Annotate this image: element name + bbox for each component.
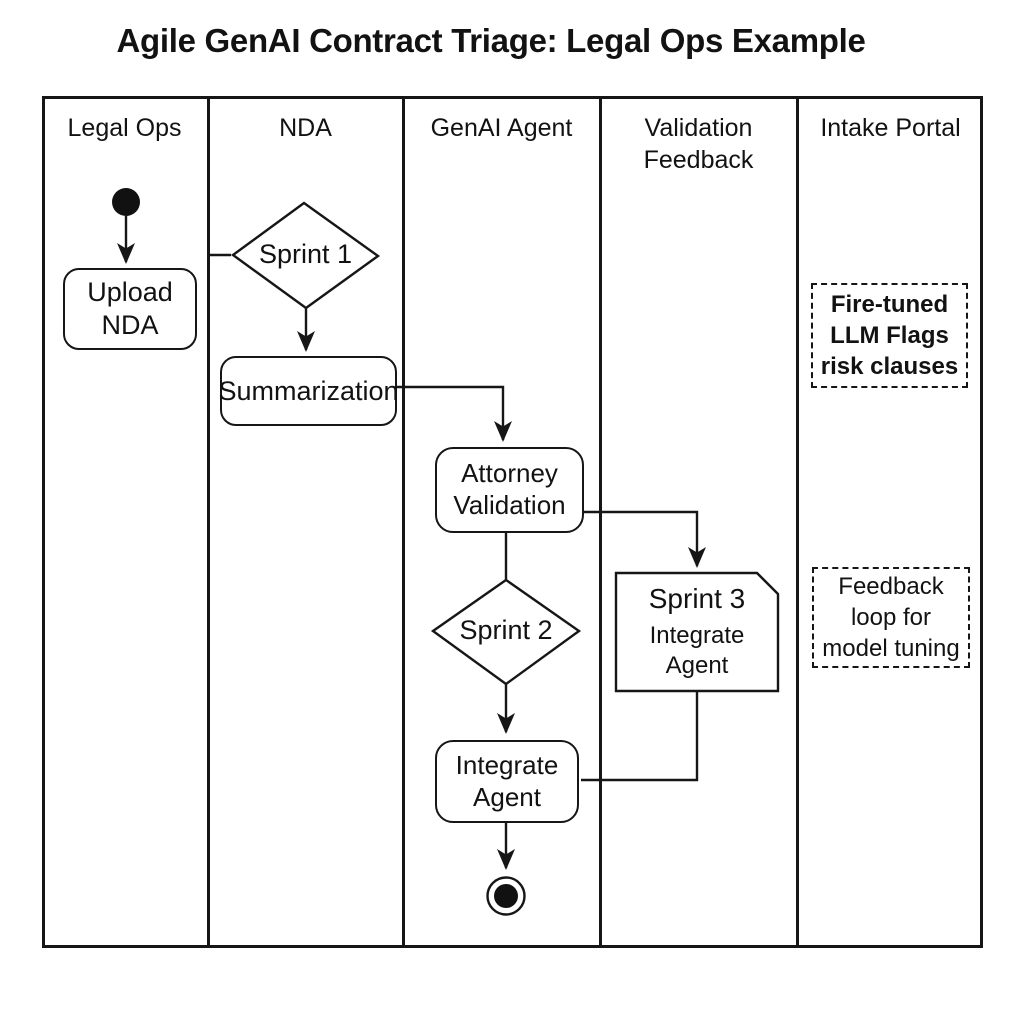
note-feedback-loop: Feedback loop for model tuning (812, 567, 970, 668)
activity-upload-nda: Upload NDA (63, 268, 197, 350)
lane-header-genai-agent: GenAI Agent (430, 114, 573, 142)
decision-sprint-2-label: Sprint 2 (459, 615, 553, 645)
lane-header-nda: NDA (279, 114, 332, 142)
lane-header-intake-portal: Intake Portal (820, 114, 961, 142)
note-fine-tuned-llm: Fire-tuned LLM Flags risk clauses (811, 283, 968, 388)
lane-header-validation-feedback: Validation Feedback (643, 114, 754, 174)
lane-divider (599, 96, 602, 948)
activity-attorney-validation: Attorney Validation (435, 447, 584, 533)
lane-divider (207, 96, 210, 948)
lane-header-legal-ops: Legal Ops (67, 114, 182, 142)
sprint3-title: Sprint 3 (648, 583, 746, 614)
swimlane-frame (42, 96, 983, 948)
lane-divider (402, 96, 405, 948)
sprint3-body: Integrate Agent (649, 622, 745, 679)
activity-summarization: Summarization (218, 356, 399, 426)
decision-sprint-1-label: Sprint 1 (258, 239, 353, 269)
diagram-title: Agile GenAI Contract Triage: Legal Ops E… (116, 22, 866, 59)
activity-integrate-agent: Integrate Agent (435, 740, 579, 823)
node-sprint3-integrate-agent: Sprint 3 Integrate Agent (616, 573, 778, 691)
lane-divider (796, 96, 799, 948)
